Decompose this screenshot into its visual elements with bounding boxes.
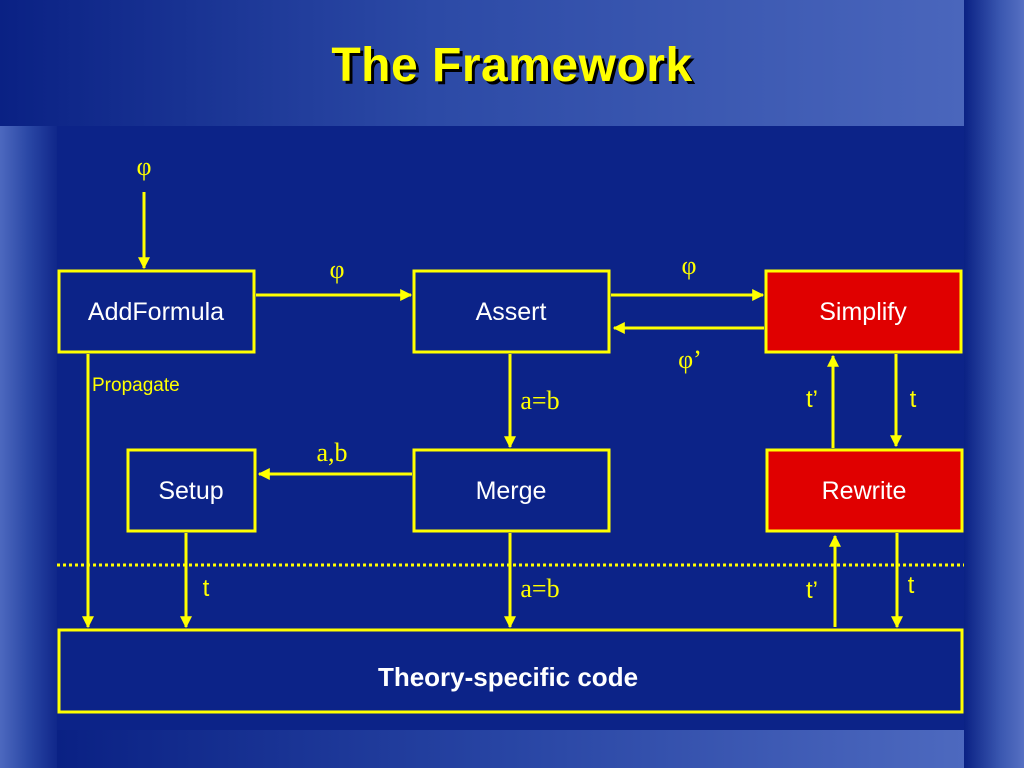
right-decor-band [964,0,1024,768]
simplify-box: Simplify [764,269,963,354]
label-a-eq-b-upper: a=b [520,386,559,415]
label-phi-add-assert: φ [329,255,344,284]
merge-label: Merge [476,477,547,505]
rewrite-label: Rewrite [822,477,907,505]
theory-label: Theory-specific code [378,662,638,692]
label-t-lower: t [908,572,915,599]
setup-label: Setup [158,477,223,505]
slide-title: The Framework [331,39,693,92]
merge-box: Merge [412,448,611,533]
assert-box: Assert [412,269,611,354]
label-a-b: a,b [316,438,347,467]
label-t-upper: t [910,386,917,413]
addformula-box: AddFormula [57,269,256,354]
label-t-prime-lower: t’ [806,577,818,604]
setup-box: Setup [126,448,257,533]
theory-box: Theory-specific code [57,628,964,714]
label-propagate: Propagate [92,375,180,396]
label-phi-prime: φ’ [678,345,702,374]
addformula-label: AddFormula [88,298,224,326]
bottom-decor-band [57,730,964,768]
rewrite-box: Rewrite [765,448,964,533]
label-a-eq-b-lower: a=b [520,574,559,603]
header-band [0,0,964,126]
simplify-label: Simplify [819,298,907,326]
label-phi-input: φ [136,152,151,181]
label-t-setup: t [203,575,210,602]
label-t-prime-upper: t’ [806,386,818,413]
assert-label: Assert [476,298,547,326]
label-phi-assert-simplify: φ [681,251,696,280]
left-decor-band [0,126,57,768]
